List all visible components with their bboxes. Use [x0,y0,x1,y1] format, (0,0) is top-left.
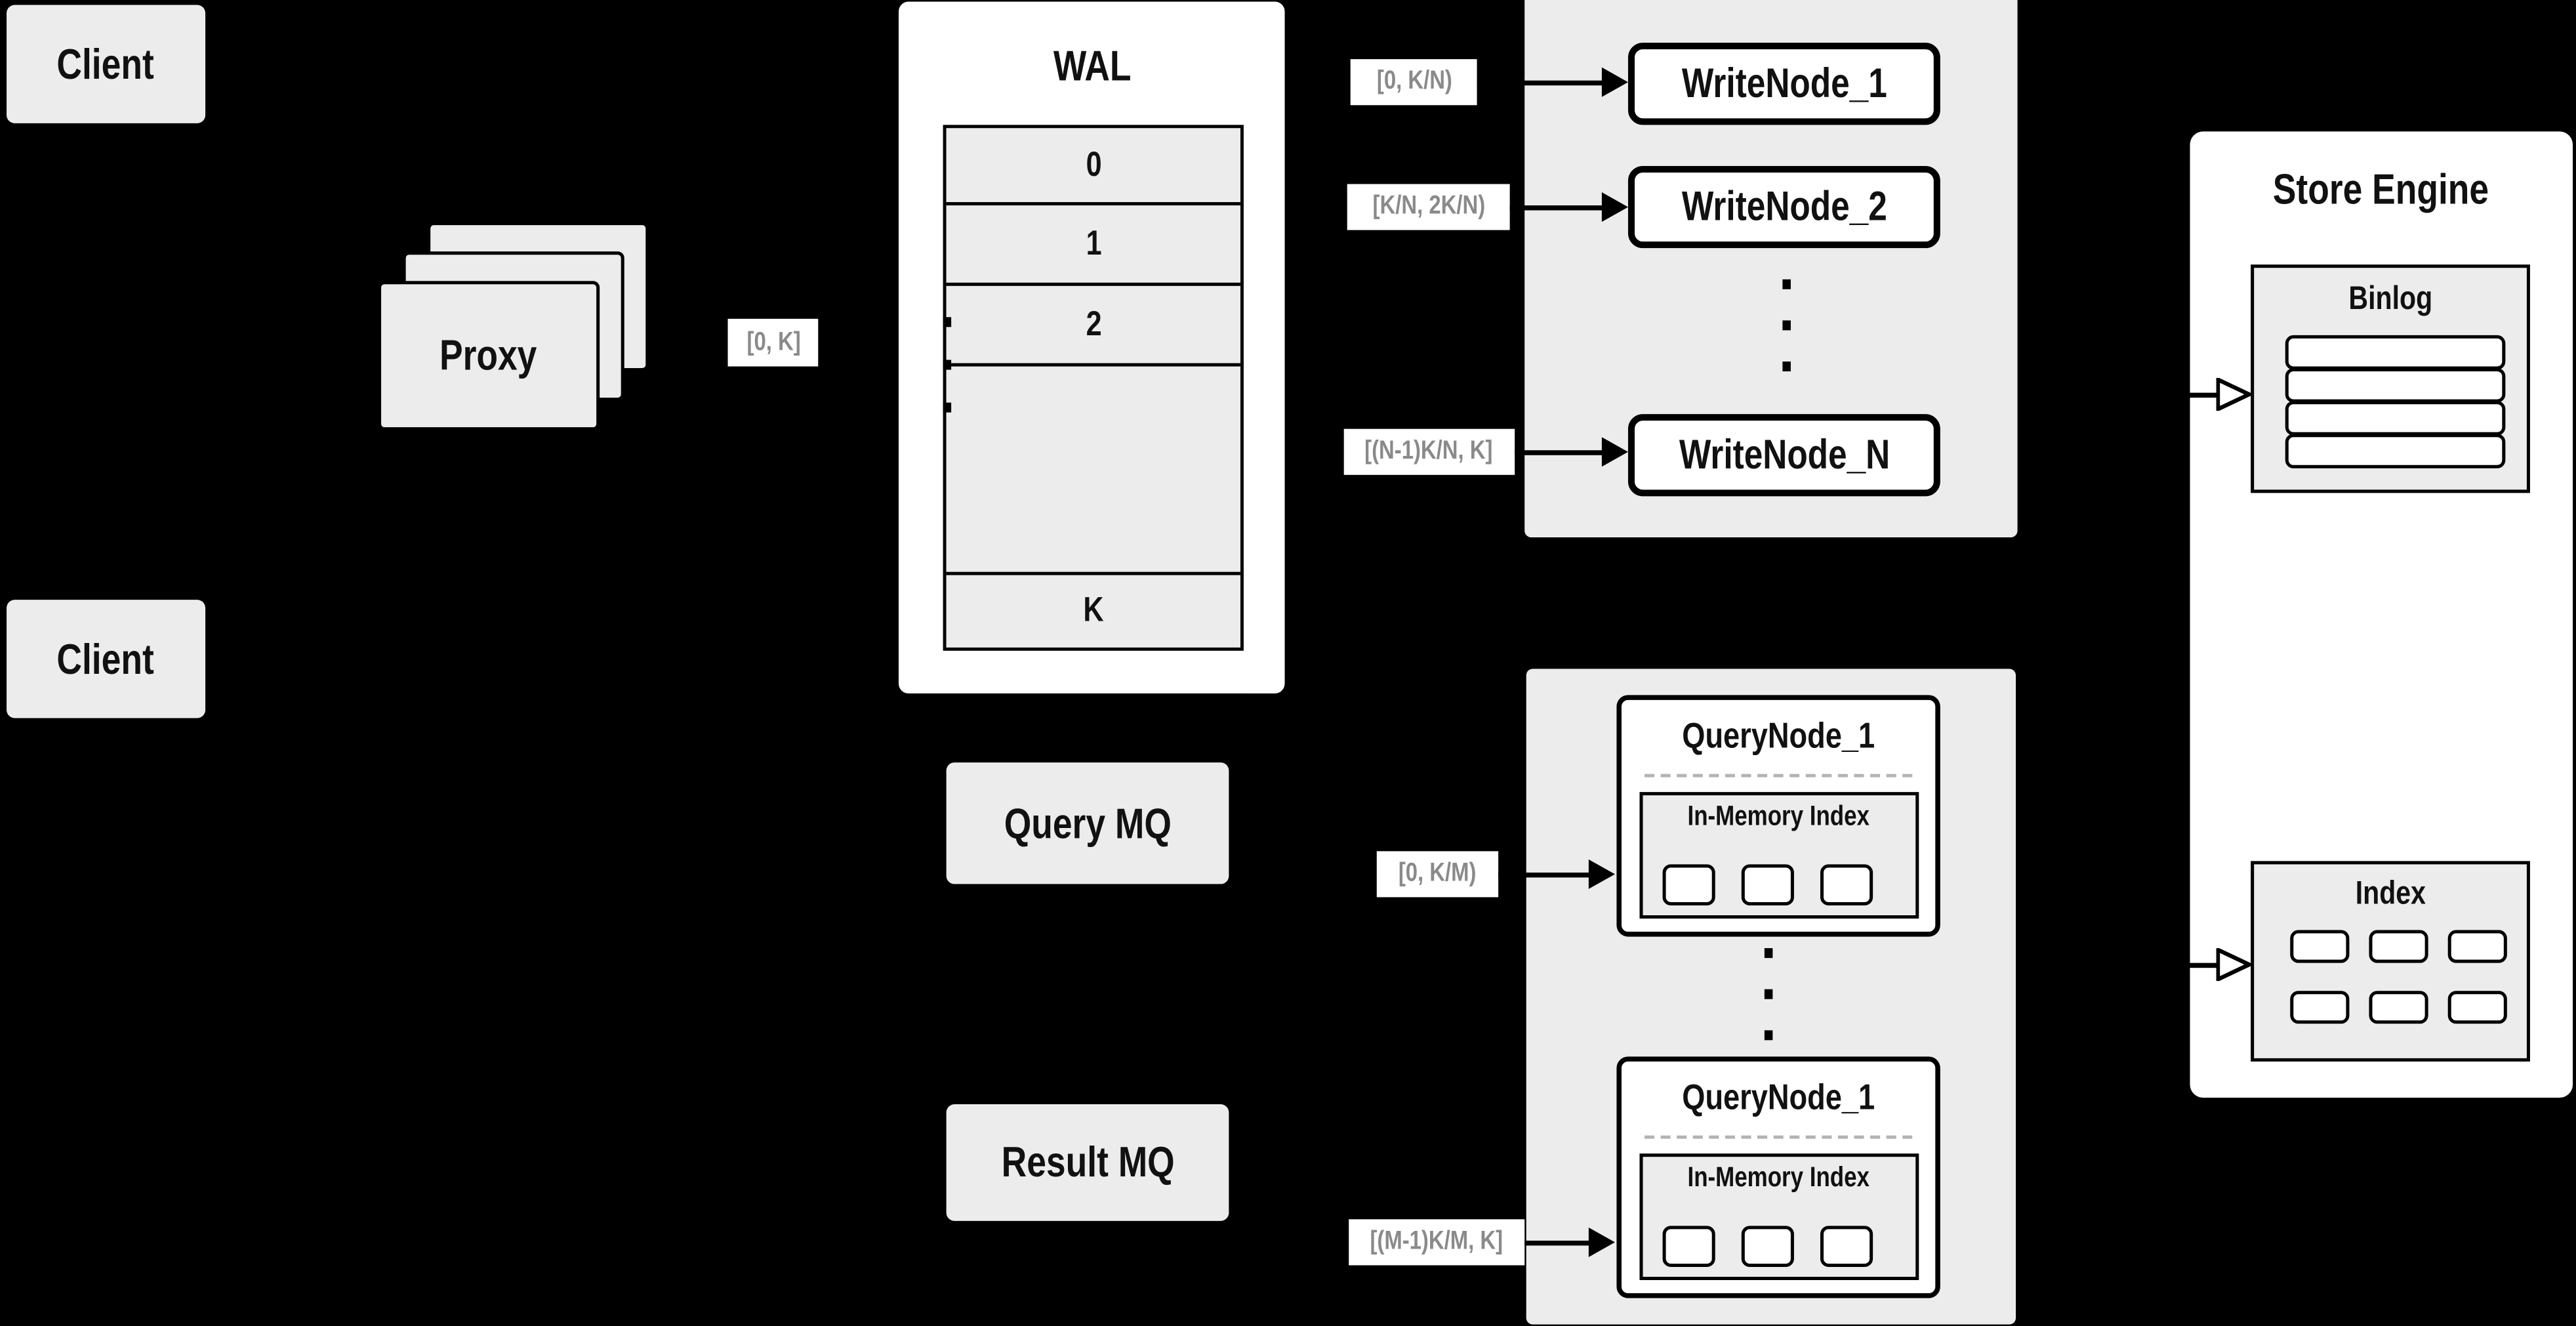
wal-table: 0 1 2 K [943,125,1244,651]
query-nodes-panel: QueryNode_1 In-Memory Index QueryNode_1 [1526,669,2016,1325]
memory-segment-cell [1820,1226,1873,1267]
write-node-2: WriteNode_2 [1627,165,1940,249]
range-label-write-n: [(N-1)K/N, K] [1343,428,1515,475]
arrow-write-1 [1477,80,1604,86]
binlog-row [2285,335,2506,370]
wal-title-text: WAL [1052,41,1131,91]
client-label: Client [57,633,155,683]
dashed-divider [1645,1135,1913,1139]
open-arrowhead-icon [2216,948,2253,982]
wal-segment-row: 2 [946,282,1240,363]
binlog-title-text: Binlog [2348,281,2432,318]
proxy-label: Proxy [440,330,538,380]
write-node-label: WriteNode_N [1679,431,1890,478]
binlog-row [2285,401,2506,436]
range-label-proxy-wal: [0, K] [727,318,819,367]
wal-segment-row: 0 [946,128,1240,203]
index-title: Index [2254,876,2527,914]
client-box-top: Client [7,5,206,123]
wal-ellipsis-row [943,317,1240,572]
arrow-right-icon [1601,192,1628,222]
open-arrowhead-icon [2216,378,2253,411]
arrow-write-n [1515,450,1604,455]
index-title-text: Index [2355,875,2426,912]
memory-segment-cell [1741,864,1794,905]
proxy-card-front: Proxy [378,281,600,431]
query-mq-label: Query MQ [1004,797,1172,848]
wal-title: WAL [899,41,1285,93]
binlog-row [2285,434,2506,468]
arrow-query-m [1524,1240,1591,1246]
in-memory-index-title: In-Memory Index [1643,1162,1916,1195]
client-box-bottom: Client [7,600,206,718]
write-node-n: WriteNode_N [1627,414,1940,497]
range-label-text: [0, K/N) [1376,67,1452,96]
range-label-text: [0, K] [746,327,800,356]
write-node-label: WriteNode_1 [1681,60,1887,106]
wal-segment-row: K [946,571,1240,648]
in-memory-index-box: In-Memory Index [1639,792,1919,919]
wal-segment-label: 1 [1085,224,1101,262]
memory-segment-cell [1662,1226,1715,1267]
query-mq-box: Query MQ [946,762,1229,884]
arrow-right-icon [1588,859,1615,889]
wal-segment-label: 2 [1085,304,1101,343]
in-memory-index-title: In-Memory Index [1643,800,1916,833]
arrow-binlog [2190,392,2220,398]
range-label-write-2: [K/N, 2K/N) [1347,184,1510,230]
query-node-b: QueryNode_1 In-Memory Index [1616,1056,1940,1298]
binlog-box: Binlog [2251,264,2530,493]
binlog-row [2285,368,2506,403]
range-label-text: [K/N, 2K/N) [1372,192,1485,220]
binlog-title: Binlog [2254,281,2527,319]
arrow-index [2190,963,2220,968]
range-label-text: [(M-1)K/M, K] [1370,1227,1503,1256]
store-engine-panel: Store Engine Binlog Index [2190,131,2573,1098]
range-label-write-1: [0, K/N) [1350,59,1477,106]
memory-segment-cell [1662,864,1715,905]
result-mq-label: Result MQ [1000,1137,1174,1187]
query-node-title-text: QueryNode_1 [1682,1076,1875,1118]
index-cell [2290,930,2350,963]
query-node-title: QueryNode_1 [1622,715,1935,757]
store-engine-title: Store Engine [2190,164,2573,215]
arrow-right-icon [1601,437,1628,467]
index-cell [2369,930,2428,963]
wal-segment-label: K [1083,591,1104,630]
arrow-query-1 [1498,872,1591,878]
result-mq-box: Result MQ [946,1104,1229,1221]
store-engine-title-text: Store Engine [2273,164,2489,214]
in-memory-index-title-text: In-Memory Index [1688,1161,1871,1193]
range-label-text: [0, K/M) [1399,859,1477,888]
index-cell [2369,991,2428,1024]
wal-segment-row: 1 [946,202,1240,283]
index-cell [2447,930,2507,963]
arrow-right-icon [1601,67,1628,97]
arrow-write-2 [1509,205,1604,211]
wal-panel: WAL 0 1 2 K [898,1,1285,694]
query-node-title-text: QueryNode_1 [1682,715,1875,756]
range-label-query-m: [(M-1)K/M, K] [1349,1219,1525,1266]
wal-segment-label: 0 [1085,145,1101,184]
range-label-text: [(N-1)K/N, K] [1365,437,1494,465]
write-node-label: WriteNode_2 [1681,183,1887,230]
client-label: Client [57,38,155,88]
range-label-query-1: [0, K/M) [1376,851,1499,898]
index-cell [2290,991,2350,1024]
in-memory-index-box: In-Memory Index [1639,1153,1919,1281]
memory-segment-cell [1820,864,1873,905]
index-box: Index [2251,861,2530,1062]
in-memory-index-title-text: In-Memory Index [1688,800,1871,832]
write-node-1: WriteNode_1 [1627,43,1940,125]
query-node-a: QueryNode_1 In-Memory Index [1616,695,1940,937]
arrow-right-icon [1588,1227,1615,1257]
memory-segment-cell [1741,1226,1794,1267]
index-cell [2447,991,2507,1024]
query-node-title: QueryNode_1 [1622,1076,1935,1119]
dashed-divider [1645,774,1913,777]
